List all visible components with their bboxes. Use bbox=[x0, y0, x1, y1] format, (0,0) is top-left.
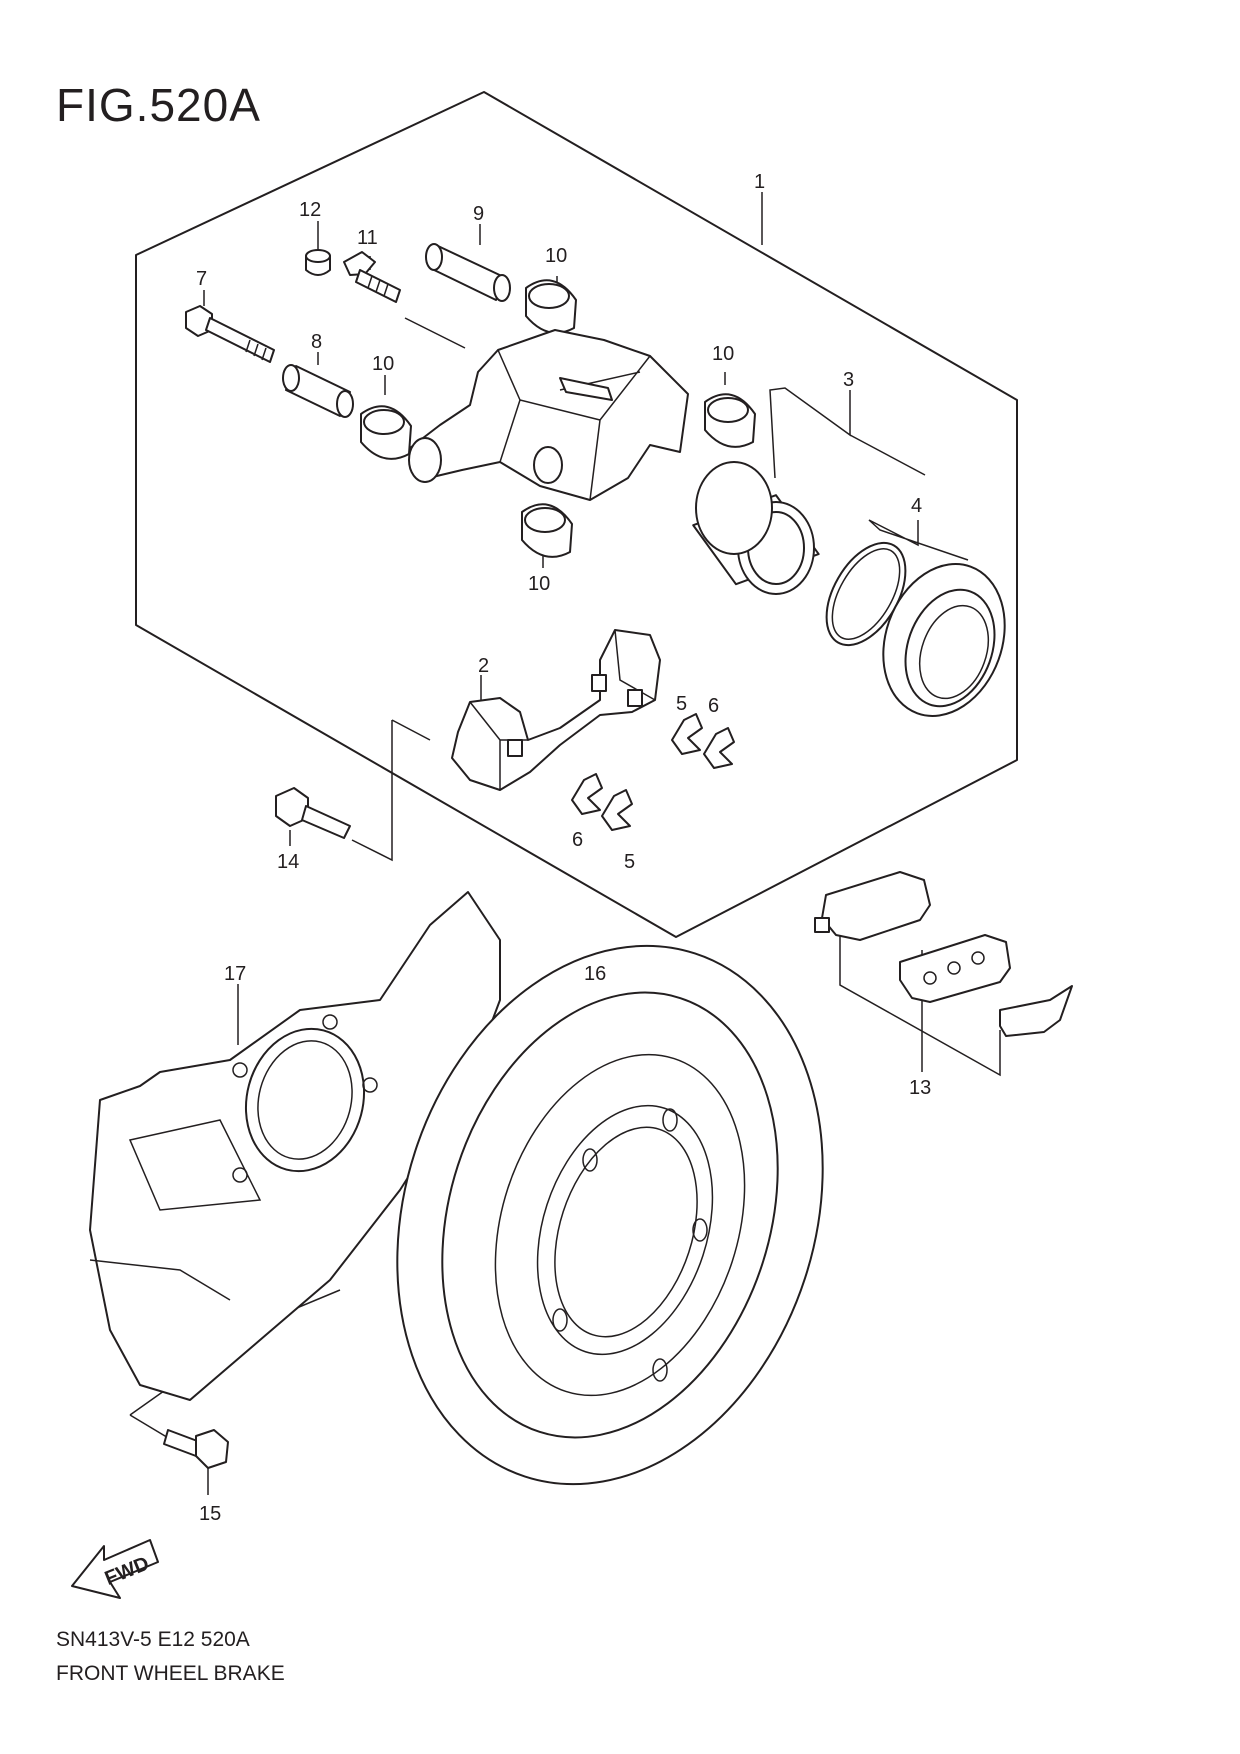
brake-disc-part bbox=[396, 944, 824, 1486]
callout-3: 3 bbox=[843, 369, 854, 391]
guide-sleeve-upper-part bbox=[425, 243, 511, 302]
boot-part bbox=[360, 279, 756, 558]
callout-1: 1 bbox=[754, 171, 765, 193]
callout-9: 9 bbox=[473, 203, 484, 225]
callout-8: 8 bbox=[311, 331, 322, 353]
callout-labels: 1 2 3 4 5 5 6 6 7 8 9 10 10 10 10 11 12 … bbox=[196, 171, 931, 1525]
callout-10a: 10 bbox=[545, 245, 567, 267]
callout-14: 14 bbox=[277, 851, 299, 873]
callout-10c: 10 bbox=[712, 343, 734, 365]
callout-7: 7 bbox=[196, 268, 207, 290]
callout-17: 17 bbox=[224, 963, 246, 985]
bleeder-cap-part bbox=[305, 249, 331, 276]
guide-bolt-part bbox=[185, 305, 275, 363]
dust-cover-part bbox=[89, 891, 501, 1401]
callout-2: 2 bbox=[478, 655, 489, 677]
callout-5b: 5 bbox=[624, 851, 635, 873]
callout-15: 15 bbox=[199, 1503, 221, 1525]
callout-6a: 6 bbox=[708, 695, 719, 717]
bleeder-screw-part bbox=[343, 251, 401, 303]
dust-seal-part bbox=[882, 563, 1006, 717]
brake-pad-part bbox=[814, 871, 1073, 1037]
callout-10b: 10 bbox=[372, 353, 394, 375]
callout-4: 4 bbox=[911, 495, 922, 517]
callout-11: 11 bbox=[357, 227, 378, 249]
footer-model-code: SN413V-5 E12 520A bbox=[56, 1628, 250, 1651]
bracket-bolt-part bbox=[275, 787, 351, 839]
callout-5a: 5 bbox=[676, 693, 687, 715]
callout-16: 16 bbox=[584, 963, 606, 985]
caliper-bracket-part bbox=[451, 629, 661, 791]
pad-clip-part bbox=[571, 713, 735, 831]
callout-13: 13 bbox=[909, 1077, 931, 1099]
guide-sleeve-lower-part bbox=[282, 364, 354, 418]
figure-title: FIG.520A bbox=[56, 79, 261, 131]
callout-10d: 10 bbox=[528, 573, 550, 595]
callout-12: 12 bbox=[299, 199, 321, 221]
caliper-body-part bbox=[408, 329, 689, 501]
caliper-assembly-outline bbox=[135, 91, 1018, 938]
callout-6b: 6 bbox=[572, 829, 583, 851]
piston-part bbox=[692, 461, 820, 595]
dust-cover-bolt-part bbox=[163, 1429, 229, 1469]
footer-section-name: FRONT WHEEL BRAKE bbox=[56, 1662, 285, 1685]
fwd-arrow-icon: FWD bbox=[71, 1539, 159, 1599]
